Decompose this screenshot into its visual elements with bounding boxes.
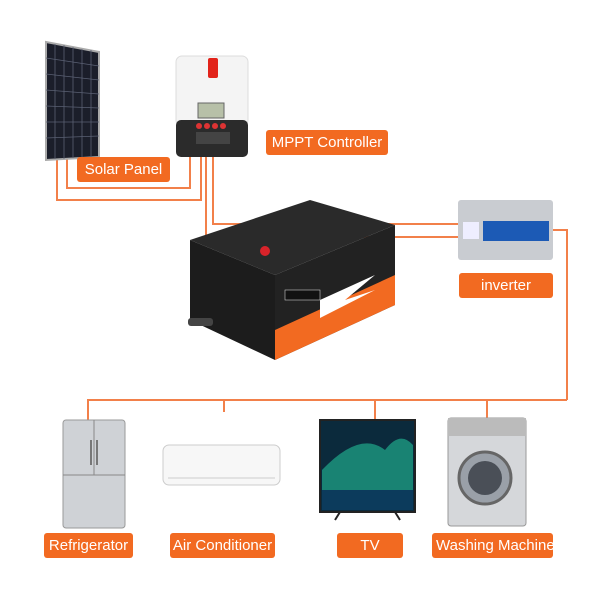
mppt-controller-label: MPPT Controller (266, 130, 388, 155)
washing-machine-label: Washing Machine (432, 533, 553, 558)
air-conditioner-image (162, 444, 281, 486)
mppt-controller-image (175, 55, 249, 157)
solar-panel-label: Solar Panel (77, 157, 170, 182)
washing-machine-image (447, 417, 527, 527)
tv-label: TV (337, 533, 403, 558)
air-conditioner-label: Air Conditioner (170, 533, 275, 558)
tv-image (319, 419, 416, 521)
battery-image (188, 200, 395, 360)
inverter-image (458, 200, 553, 260)
refrigerator-label: Refrigerator (44, 533, 133, 558)
solar-panel-image (45, 40, 100, 162)
inverter-label: inverter (459, 273, 553, 298)
refrigerator-image (62, 419, 126, 529)
